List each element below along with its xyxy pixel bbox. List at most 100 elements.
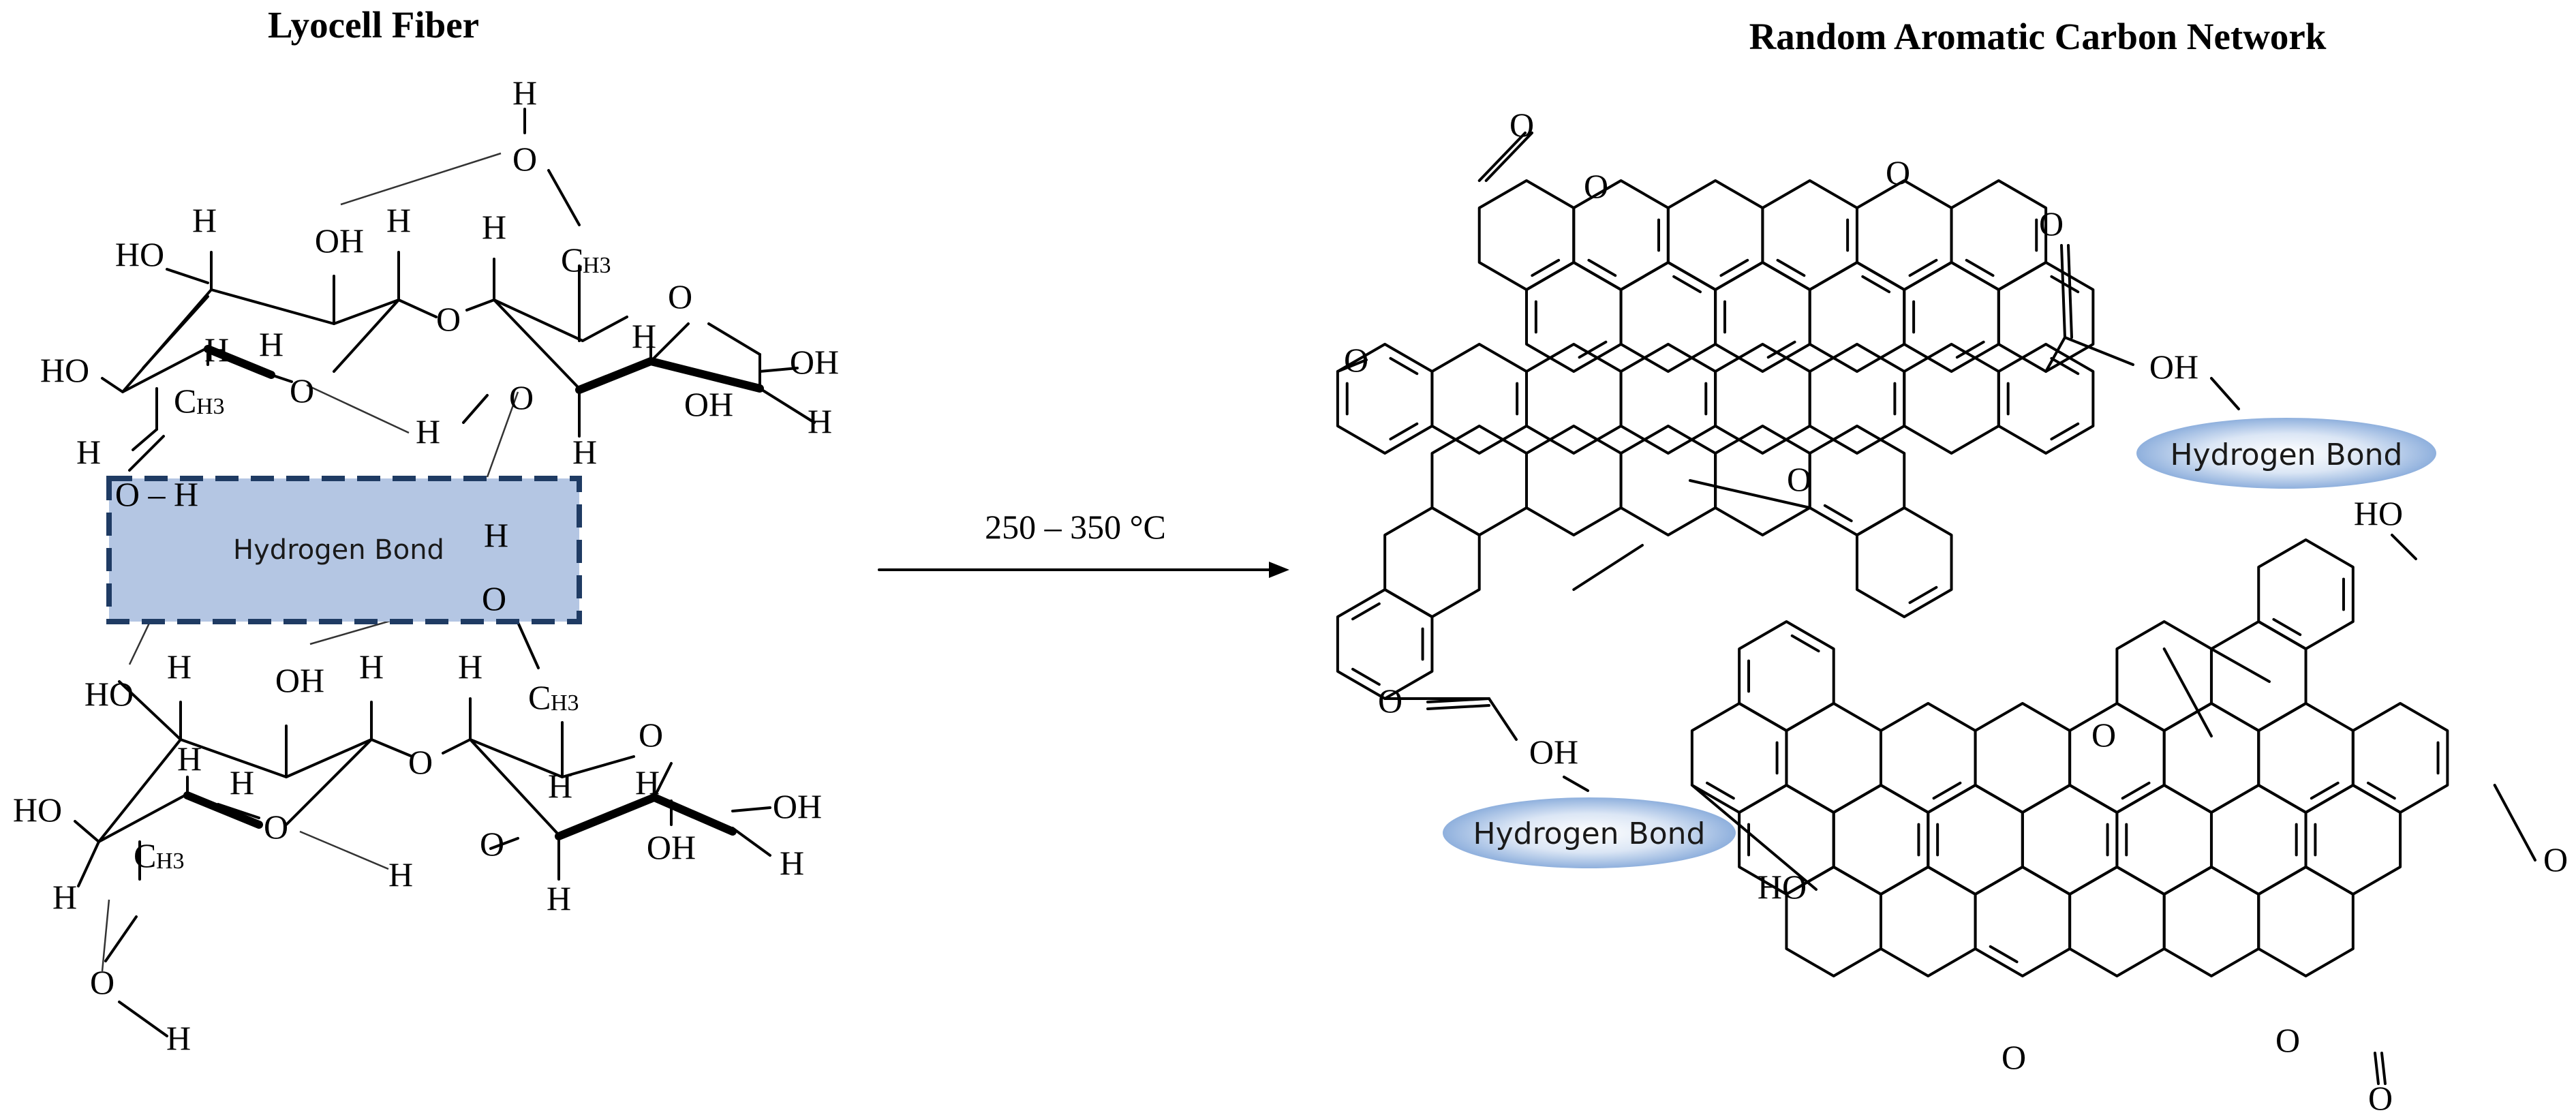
svg-text:O: O [509, 378, 534, 416]
carbon-ring [1383, 506, 1481, 618]
carbon-ring [2257, 538, 2355, 650]
bond [2060, 244, 2066, 339]
svg-text:H: H [167, 647, 191, 686]
double-bond [1989, 945, 2019, 964]
lyocell-structure: Hydrogen Bond H O H H H OH HO C H3 O O H… [13, 74, 839, 1057]
bond [2067, 244, 2073, 339]
svg-text:OH: OH [647, 828, 696, 866]
svg-text:O: O [290, 371, 314, 410]
carbon-ring [1974, 702, 2072, 814]
svg-text:H: H [166, 1019, 191, 1057]
atom-label: O [2368, 1079, 2393, 1113]
double-bond [1790, 634, 1820, 653]
bond [1488, 697, 1518, 741]
carbon-ring [2257, 702, 2355, 814]
atom-label: O [1378, 682, 1402, 720]
bond [2374, 1052, 2380, 1085]
carbon-ring [1477, 179, 1576, 291]
double-bond [1389, 356, 1419, 376]
lower-left-ring [74, 680, 373, 962]
svg-text:H: H [572, 433, 597, 471]
double-bond [1578, 340, 1608, 359]
svg-text:H: H [458, 647, 482, 686]
atom-label: HO [1758, 868, 1807, 906]
bond [1563, 776, 1589, 792]
upper-left-ring [101, 251, 400, 451]
svg-text:O: O [480, 825, 504, 863]
svg-text:C: C [134, 836, 156, 874]
svg-text:H: H [780, 844, 804, 882]
svg-text:O: O [512, 140, 537, 178]
svg-text:H: H [632, 317, 656, 355]
svg-text:C: C [528, 678, 551, 716]
svg-text:H: H [512, 74, 537, 112]
atom-label: O [2039, 204, 2064, 243]
double-bond [2310, 781, 2340, 800]
svg-text:H3: H3 [583, 253, 611, 278]
carbon-ring [1430, 343, 1528, 455]
double-bond [1531, 258, 1561, 277]
bond [1336, 359, 1368, 373]
bond [1690, 784, 1818, 891]
double-bond [1861, 275, 1891, 294]
double-bond [2050, 275, 2080, 294]
carbon-ring [1997, 261, 2095, 373]
carbon-ring [1903, 343, 2000, 455]
carbon-ring [2162, 702, 2260, 814]
double-bond [2272, 618, 2302, 637]
hydrogen-bond-box-label: Hydrogen Bond [233, 534, 444, 566]
atom-label: O [1344, 341, 1368, 379]
bond [2391, 534, 2417, 560]
carbon-ring [1808, 261, 1906, 373]
hydrogen-bond-label-lower: Hydrogen Bond [1473, 817, 1706, 851]
atom-label: O [2543, 840, 2568, 879]
svg-text:H: H [548, 767, 572, 805]
double-bond [1672, 275, 1702, 294]
svg-text:HO: HO [40, 351, 89, 389]
svg-text:H: H [204, 331, 229, 369]
bond [1426, 697, 1490, 703]
bond [2064, 336, 2134, 366]
double-bond [1955, 340, 1985, 359]
carbon-ring [1738, 620, 1835, 732]
carbon-ring [1855, 506, 1953, 618]
svg-text:H: H [482, 208, 506, 246]
svg-text:OH: OH [315, 222, 364, 260]
svg-text:H: H [76, 433, 101, 471]
atom-label: OH [1529, 733, 1578, 771]
svg-text:H: H [359, 647, 384, 686]
carbon-ring [1785, 702, 1882, 814]
network-title: Random Aromatic Carbon Network [1749, 16, 2327, 57]
carbon-ring [1619, 261, 1717, 373]
carbon-ring [1903, 261, 2000, 373]
atom-label: O [1787, 460, 1811, 498]
svg-text:HO: HO [13, 791, 62, 829]
svg-text:H: H [416, 412, 440, 451]
svg-text:C: C [561, 241, 583, 279]
carbon-ring [2304, 784, 2402, 896]
svg-text:H: H [52, 878, 77, 916]
svg-text:H: H [808, 402, 832, 440]
bond [1689, 479, 1811, 509]
carbon-ring [2115, 620, 2213, 732]
atom-label: O [2275, 1021, 2300, 1059]
atom-label: OH [2149, 348, 2198, 386]
carbon-ring [1619, 343, 1717, 455]
double-bond [2050, 356, 2080, 376]
svg-text:O – H: O – H [115, 475, 198, 513]
bond [2044, 336, 2066, 373]
bond [2210, 377, 2240, 410]
svg-text:H: H [259, 325, 283, 363]
carbon-ring [1525, 343, 1623, 455]
double-bond [2050, 422, 2080, 441]
svg-text:OH: OH [773, 787, 822, 825]
svg-text:H: H [388, 855, 413, 894]
svg-text:O: O [264, 808, 288, 846]
atom-label: O [1886, 153, 1910, 192]
double-bond [1351, 602, 1381, 621]
svg-text:O: O [482, 579, 506, 618]
svg-text:H3: H3 [551, 690, 579, 716]
upper-right-ring [397, 258, 816, 438]
